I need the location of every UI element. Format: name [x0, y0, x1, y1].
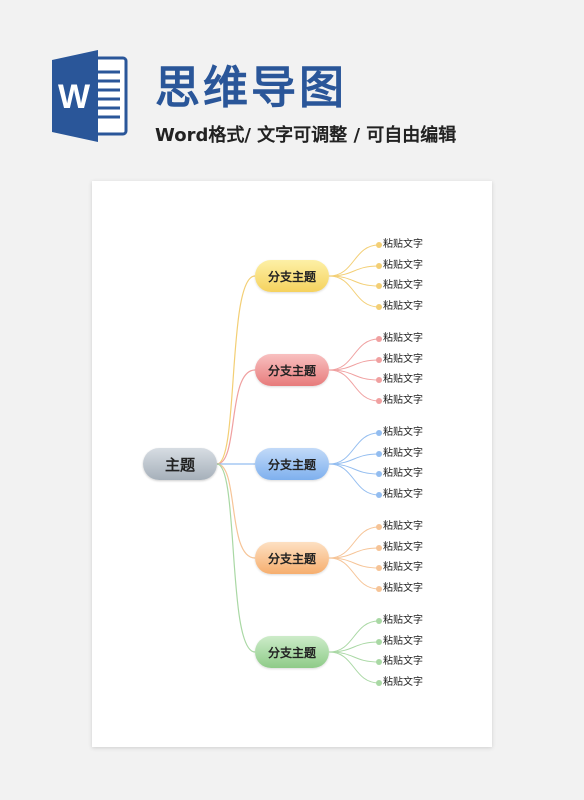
branch-topic-node-green[interactable]: 分支主题 — [255, 636, 329, 668]
leaf-text[interactable]: 粘贴文字 — [383, 562, 423, 573]
document-page: 主题 分支主题粘贴文字粘贴文字粘贴文字粘贴文字分支主题粘贴文字粘贴文字粘贴文字粘… — [92, 181, 492, 747]
branch-topic-label: 分支主题 — [267, 269, 316, 284]
leaf-dot-icon — [376, 242, 382, 248]
leaf-connector-line — [328, 620, 380, 653]
leaf-text[interactable]: 粘贴文字 — [383, 615, 423, 626]
page-subtitle: Word格式/ 文字可调整 / 可自由编辑 — [155, 125, 457, 146]
leaf-dot-icon — [376, 357, 382, 363]
leaf-text[interactable]: 粘贴文字 — [383, 468, 423, 479]
leaf-dot-icon — [376, 545, 382, 551]
word-logo-icon: W — [52, 50, 128, 142]
leaf-dot-icon — [376, 377, 382, 383]
leaf-connector-line — [328, 338, 380, 371]
branch-topic-label: 分支主题 — [267, 363, 316, 378]
leaf-dot-icon — [376, 618, 382, 624]
leaf-text[interactable]: 粘贴文字 — [383, 354, 423, 365]
leaf-connector-line — [328, 244, 380, 277]
root-topic-label: 主题 — [164, 455, 195, 474]
branch-topic-node-orange[interactable]: 分支主题 — [255, 542, 329, 574]
leaf-dot-icon — [376, 492, 382, 498]
branch-connector-line — [216, 463, 256, 559]
leaf-text[interactable]: 粘贴文字 — [383, 636, 423, 647]
leaf-text[interactable]: 粘贴文字 — [383, 427, 423, 438]
branch-topic-node-blue[interactable]: 分支主题 — [255, 448, 329, 480]
branch-topic-node-yellow[interactable]: 分支主题 — [255, 260, 329, 292]
leaf-dot-icon — [376, 430, 382, 436]
leaf-dot-icon — [376, 451, 382, 457]
leaf-text[interactable]: 粘贴文字 — [383, 656, 423, 667]
branch-connector-line — [216, 369, 256, 465]
leaf-text[interactable]: 粘贴文字 — [383, 521, 423, 532]
branch-topic-node-red[interactable]: 分支主题 — [255, 354, 329, 386]
leaf-dot-icon — [376, 471, 382, 477]
leaf-connector-line — [328, 651, 380, 684]
branch-topic-label: 分支主题 — [267, 457, 316, 472]
leaf-text[interactable]: 粘贴文字 — [383, 301, 423, 312]
leaf-dot-icon — [376, 398, 382, 404]
leaf-dot-icon — [376, 586, 382, 592]
leaf-dot-icon — [376, 659, 382, 665]
leaf-text[interactable]: 粘贴文字 — [383, 260, 423, 271]
leaf-connector-line — [328, 275, 380, 308]
leaf-text[interactable]: 粘贴文字 — [383, 333, 423, 344]
word-logo-letter: W — [58, 78, 91, 116]
leaf-connector-line — [328, 463, 380, 496]
leaf-text[interactable]: 粘贴文字 — [383, 280, 423, 291]
leaf-dot-icon — [376, 524, 382, 530]
leaf-text[interactable]: 粘贴文字 — [383, 583, 423, 594]
leaf-dot-icon — [376, 336, 382, 342]
leaf-dot-icon — [376, 565, 382, 571]
leaf-text[interactable]: 粘贴文字 — [383, 239, 423, 250]
leaf-text[interactable]: 粘贴文字 — [383, 448, 423, 459]
page-title: 思维导图 — [155, 61, 348, 114]
branch-topic-label: 分支主题 — [267, 645, 316, 660]
leaf-connector-line — [328, 432, 380, 465]
leaf-text[interactable]: 粘贴文字 — [383, 677, 423, 688]
leaf-connector-line — [328, 369, 380, 402]
root-topic-node[interactable]: 主题 — [143, 448, 217, 480]
mind-map: 主题 分支主题粘贴文字粘贴文字粘贴文字粘贴文字分支主题粘贴文字粘贴文字粘贴文字粘… — [92, 181, 492, 747]
branch-connector-line — [216, 463, 256, 653]
leaf-text[interactable]: 粘贴文字 — [383, 374, 423, 385]
leaf-dot-icon — [376, 304, 382, 310]
branch-topic-label: 分支主题 — [267, 551, 316, 566]
branch-connector-line — [216, 275, 256, 465]
leaf-connector-line — [328, 557, 380, 590]
leaf-dot-icon — [376, 263, 382, 269]
leaf-connector-line — [328, 526, 380, 559]
connector-lines — [216, 244, 380, 684]
leaf-dot-icon — [376, 283, 382, 289]
leaf-dot-icon — [376, 680, 382, 686]
leaf-dot-icon — [376, 639, 382, 645]
leaf-text[interactable]: 粘贴文字 — [383, 489, 423, 500]
leaf-text[interactable]: 粘贴文字 — [383, 542, 423, 553]
leaf-text[interactable]: 粘贴文字 — [383, 395, 423, 406]
